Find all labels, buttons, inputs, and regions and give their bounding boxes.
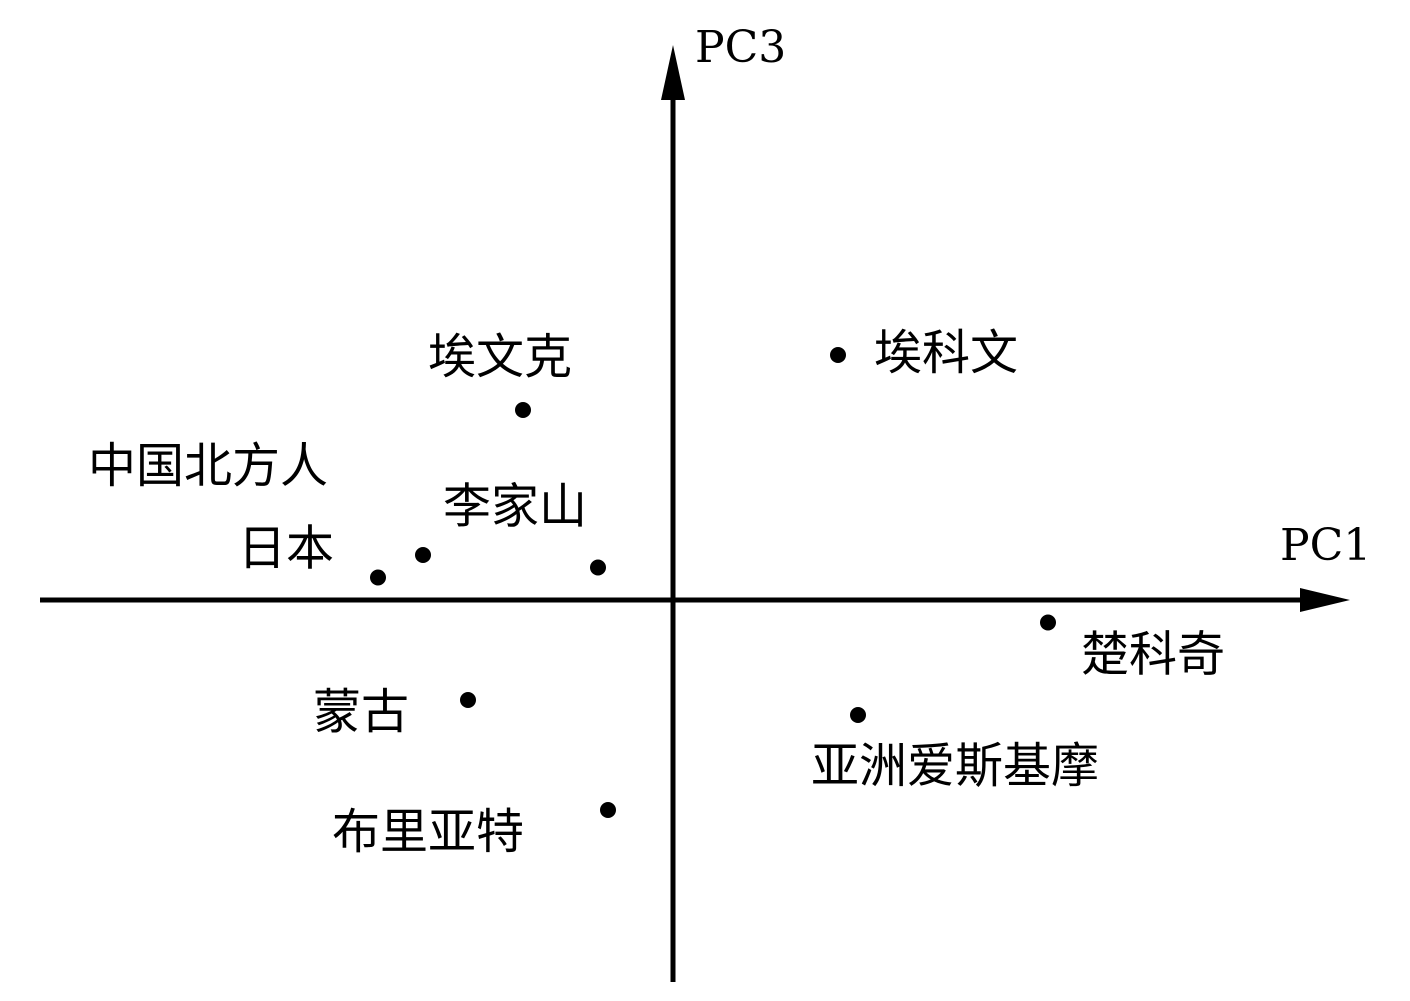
data-point (370, 569, 386, 586)
data-point-label: 埃文克 (428, 329, 572, 385)
data-point-label: 日本 (238, 521, 334, 577)
data-point-label: 李家山 (443, 479, 587, 535)
y-axis-arrowhead (661, 45, 685, 100)
data-point-label: 布里亚特 (332, 804, 524, 860)
x-axis-arrowhead (1300, 588, 1350, 612)
y-axis-title: PC3 (695, 22, 786, 73)
data-point (850, 707, 866, 723)
x-axis-title: PC1 (1280, 520, 1371, 571)
data-point (415, 547, 431, 563)
data-point (590, 559, 606, 576)
data-point-label: 楚科奇 (1081, 627, 1225, 683)
axes: PC1 PC3 (40, 22, 1371, 982)
data-point (830, 347, 846, 363)
data-point (1040, 614, 1056, 631)
data-point (515, 402, 531, 418)
data-point (460, 692, 476, 708)
data-point-label: 蒙古 (313, 684, 409, 740)
data-point-label: 中国北方人 (88, 438, 328, 494)
data-point-label: 亚洲爱斯基摩 (811, 738, 1099, 794)
data-point-label: 埃科文 (874, 325, 1018, 381)
data-point (600, 802, 616, 818)
